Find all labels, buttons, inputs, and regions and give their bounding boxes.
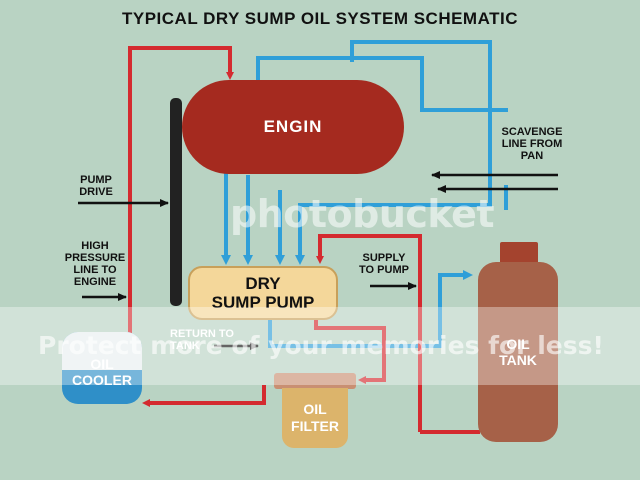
watermark-logo: photobucket [230,192,495,236]
watermark-tagline: Protect more of your memories for less! [38,331,604,360]
dry-sump-pump: DRY SUMP PUMP [188,266,338,320]
return-label: RETURN TO TANK [170,328,234,352]
pump-drive-belt [170,98,182,306]
engine-block: ENGIN [182,80,404,174]
pump-drive-label: PUMP DRIVE [79,174,113,198]
diagram-title: TYPICAL DRY SUMP OIL SYSTEM SCHEMATIC [121,9,518,28]
indicator-arrows [78,171,558,350]
oil-cooler-top [62,332,142,370]
pressure-lines [128,46,480,434]
oil-cooler-label: OIL COOLER [72,356,132,388]
scavenge-label: SCAVENGE LINE FROM PAN [501,126,563,162]
watermark-band [0,307,640,385]
oil-filter-cap [274,373,356,389]
supply-label: SUPPLY TO PUMP [359,252,409,276]
oil-cooler: OIL COOLER [62,332,142,404]
high-pressure-label: HIGH PRESSURE LINE TO ENGINE [64,240,126,288]
oil-tank: OIL TANK [478,262,558,442]
scavenge-lines [221,40,508,348]
oil-filter: OIL FILTER [282,388,348,448]
